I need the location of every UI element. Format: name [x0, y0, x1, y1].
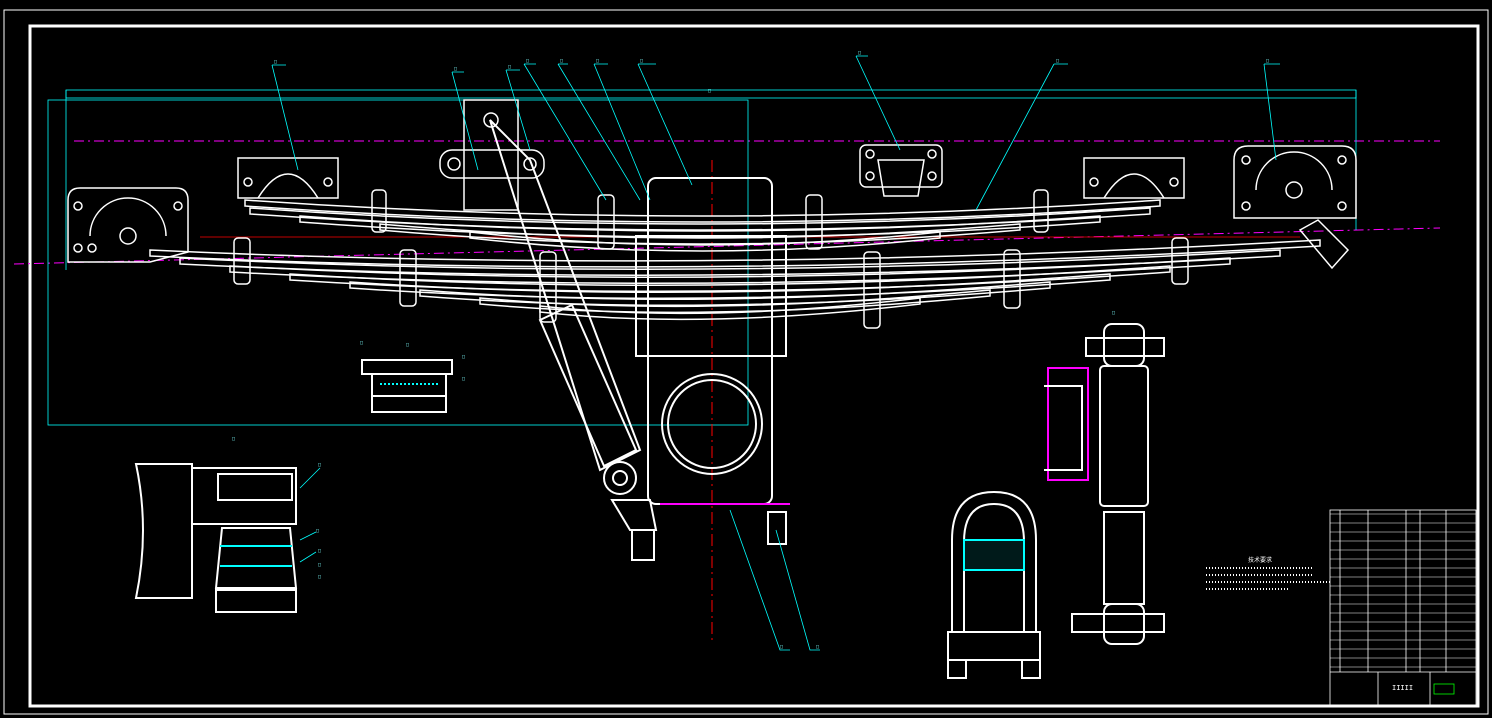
balloon-markers: □ □ □ □ □ □ □ □ □ □ □ □ □ □ □ □ □ □ □ □ … [232, 50, 1269, 650]
notes-heading: 技术要求 [1248, 556, 1272, 564]
balloon-mark: □ [316, 528, 319, 534]
balloon-mark: □ [318, 548, 321, 554]
reference-lines [13, 89, 1441, 640]
balloon-mark: □ [462, 376, 465, 382]
balloon-mark: □ [526, 58, 529, 64]
balloon-mark: □ [318, 574, 321, 580]
leader-lines [271, 55, 1280, 651]
balloon-mark: □ [406, 342, 409, 348]
slide-seat-front [237, 157, 339, 199]
inner-frame [28, 24, 1480, 708]
title-block [1329, 509, 1477, 707]
front-hanger-bracket [67, 187, 189, 263]
balloon-mark: □ [640, 58, 643, 64]
shock-absorber [489, 119, 658, 561]
balloon-mark: □ [596, 58, 599, 64]
balloon-mark: □ [274, 59, 277, 65]
balloon-mark: □ [318, 462, 321, 468]
outer-frame [3, 9, 1489, 715]
shock-upper-bracket [439, 99, 545, 211]
balloon-mark: □ [1266, 58, 1269, 64]
balloon-mark: □ [560, 58, 563, 64]
balloon-mark: □ [318, 562, 321, 568]
slide-seat-rear [1083, 157, 1185, 199]
balloon-mark: □ [1056, 58, 1059, 64]
balloon-mark: □ [1112, 310, 1115, 316]
axle-seat [635, 177, 790, 545]
u-bolt-section-detail [947, 490, 1041, 679]
title-block-text: IIIII [1392, 684, 1413, 692]
rear-hanger-bracket [1233, 145, 1357, 270]
center-stop-bracket [859, 144, 943, 197]
spring-clips [233, 189, 1189, 329]
bracket-section-detail [134, 463, 298, 613]
balloon-mark: □ [858, 50, 861, 56]
lower-leaf-spring [149, 239, 1321, 321]
balloon-mark: □ [708, 88, 711, 94]
balloon-mark: □ [232, 436, 235, 442]
upper-leaf-spring [244, 199, 1161, 252]
balloon-mark: □ [816, 644, 819, 650]
balloon-mark: □ [462, 354, 465, 360]
technical-notes: 技术要求 [1206, 556, 1330, 590]
balloon-mark: □ [508, 64, 511, 70]
balloon-mark: □ [360, 340, 363, 346]
shock-absorber-elevation [1044, 323, 1165, 645]
rubber-pad-detail [361, 359, 453, 413]
balloon-mark: □ [780, 644, 783, 650]
balloon-mark: □ [454, 66, 457, 72]
